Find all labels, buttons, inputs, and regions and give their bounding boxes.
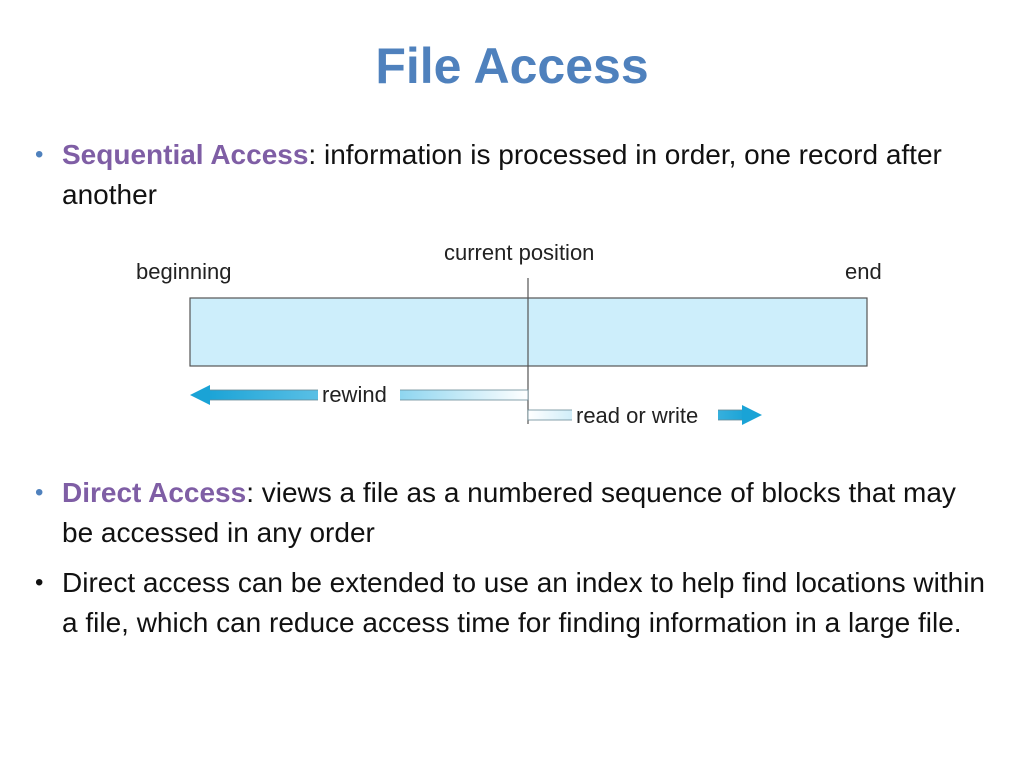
bullet-term: Sequential Access bbox=[62, 139, 309, 170]
bullet-dot-icon: • bbox=[35, 569, 44, 596]
read-write-arrow-icon bbox=[527, 400, 762, 430]
bullet-index-access: • Direct access can be extended to use a… bbox=[35, 563, 985, 643]
label-beginning: beginning bbox=[136, 259, 231, 284]
label-current-position: current position bbox=[444, 240, 594, 265]
bullet-text: Sequential Access: information is proces… bbox=[62, 135, 985, 215]
bullet-body: : information is processed in order, one… bbox=[62, 139, 942, 210]
bullet-text: Direct Access: views a file as a numbere… bbox=[62, 473, 985, 553]
bullet-direct-access: • Direct Access: views a file as a numbe… bbox=[35, 473, 985, 553]
label-end: end bbox=[845, 259, 882, 284]
slide-title: File Access bbox=[375, 38, 649, 94]
bullet-text: Direct access can be extended to use an … bbox=[62, 563, 985, 643]
label-read-or-write: read or write bbox=[576, 403, 698, 428]
bullet-dot-icon: • bbox=[35, 479, 44, 506]
bullet-term: Direct Access bbox=[62, 477, 247, 508]
bullet-body: Direct access can be extended to use an … bbox=[62, 567, 986, 638]
rewind-arrow-icon bbox=[190, 380, 529, 410]
bullet-body: : views a file as a numbered sequence of… bbox=[62, 477, 956, 548]
bullet-dot-icon: • bbox=[35, 141, 44, 168]
label-rewind: rewind bbox=[322, 382, 387, 407]
bullet-sequential-access: • Sequential Access: information is proc… bbox=[35, 135, 985, 215]
